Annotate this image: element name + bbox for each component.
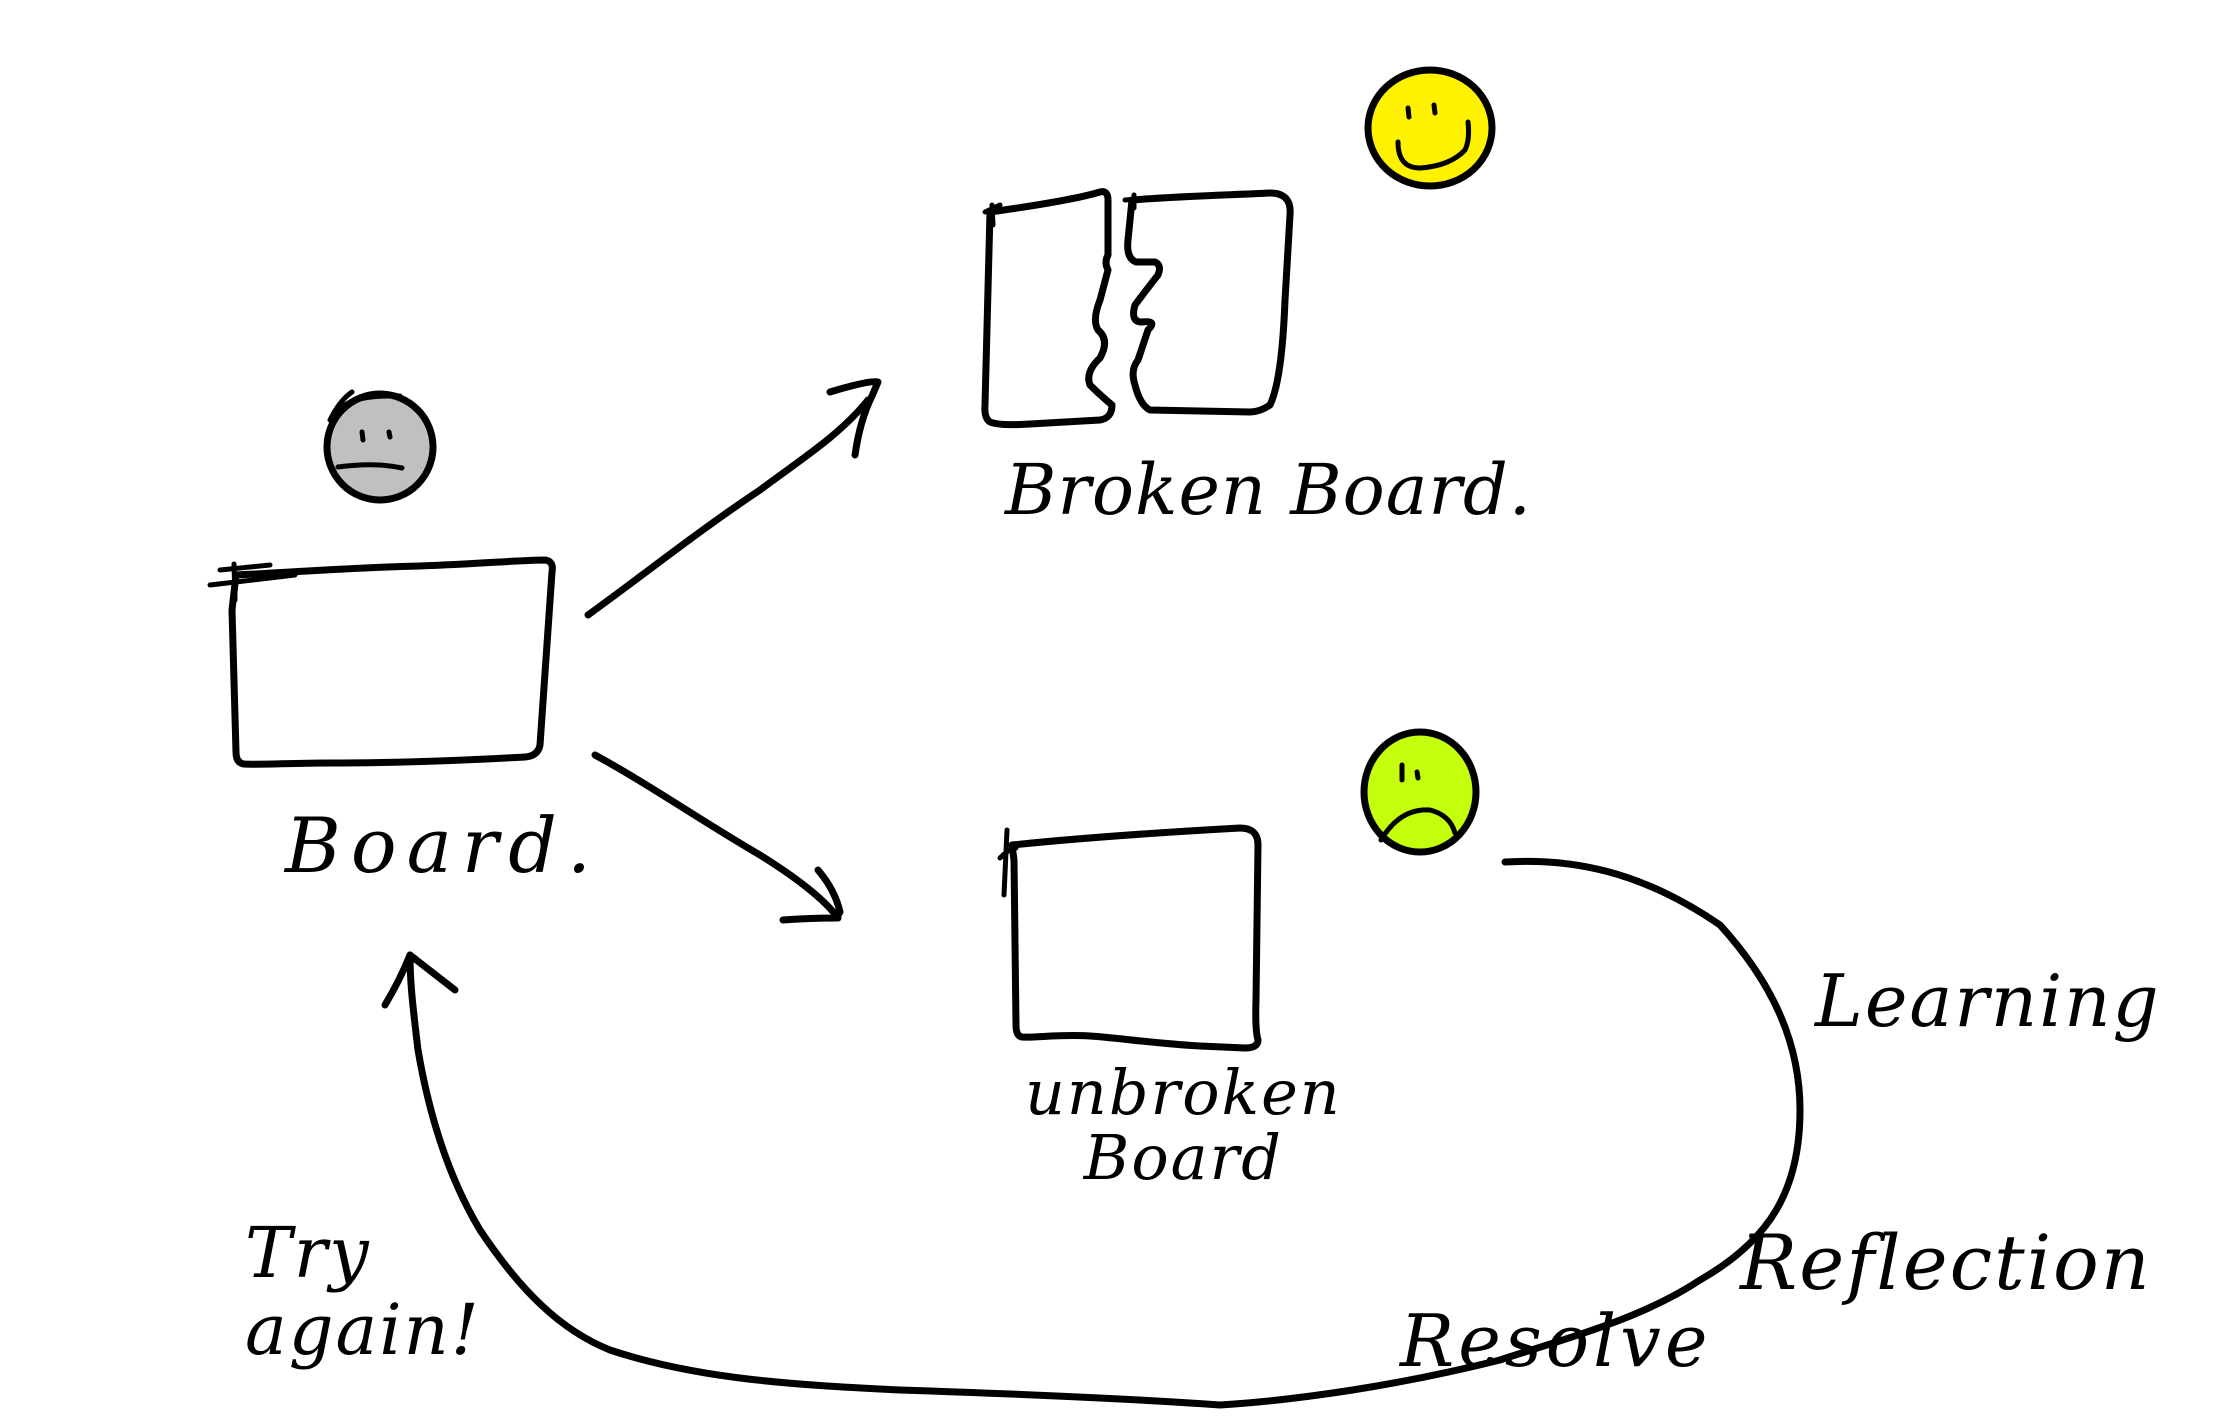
board-corner-tick <box>207 561 298 603</box>
broken-board-right-half <box>1124 189 1294 416</box>
unbroken-board-node <box>997 824 1262 1052</box>
board-label: Board. <box>285 801 602 890</box>
unbroken-board-label-line2: Board <box>1083 1121 1283 1195</box>
try-again-line2: again! <box>245 1289 481 1371</box>
arrow-to-broken-board <box>584 378 882 619</box>
feedback-loop-arrow <box>381 857 1804 1409</box>
broken-board-left-half <box>981 188 1116 429</box>
neutral-face-icon <box>323 389 437 504</box>
resolve-label: Resolve <box>1400 1299 1712 1383</box>
happy-face-icon <box>1364 66 1496 190</box>
broken-board-node <box>981 188 1294 429</box>
reflection-label: Reflection <box>1740 1218 2152 1307</box>
arrow-to-unbroken-board <box>591 751 844 924</box>
unbroken-board-label-line1: unbroken <box>1025 1056 1342 1129</box>
sad-face-icon <box>1360 728 1480 856</box>
broken-board-label: Broken Board. <box>1005 449 1533 531</box>
learning-label: Learning <box>1815 959 2161 1043</box>
board-shape <box>228 556 556 768</box>
unbroken-board-shape <box>1008 824 1262 1052</box>
try-again-line1: Try <box>245 1212 371 1294</box>
try-again-label: Try again! <box>245 1215 481 1369</box>
board-node <box>207 556 556 768</box>
unbroken-board-label: unbroken Board <box>1025 1060 1342 1190</box>
